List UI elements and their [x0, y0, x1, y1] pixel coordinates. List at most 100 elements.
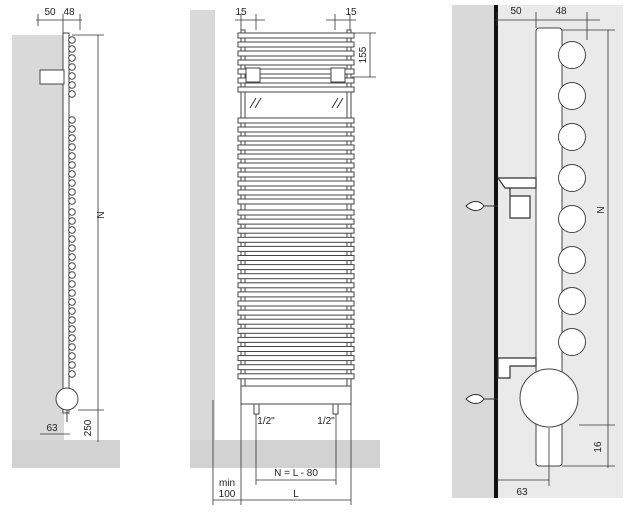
front-dim-min-label: min	[219, 478, 235, 489]
detail-fixing-upper	[465, 201, 498, 211]
front-bar	[237, 189, 355, 196]
front-break-left	[249, 97, 262, 109]
side-bar-section	[68, 316, 76, 324]
detail-dim-n: N	[596, 206, 607, 213]
detail-bracket-upper	[496, 177, 537, 219]
detail-bracket-lower	[497, 357, 537, 379]
detail-bar-section	[558, 164, 586, 192]
front-bar	[237, 144, 355, 151]
front-bracket-right	[330, 67, 346, 83]
side-bar-section	[68, 334, 76, 342]
side-bar-section	[68, 298, 76, 306]
side-floor	[12, 440, 120, 468]
front-bar	[237, 32, 355, 39]
front-bar	[237, 77, 355, 84]
side-bar-section	[68, 81, 76, 89]
front-bar	[237, 336, 355, 343]
detail-bar-section	[558, 328, 586, 356]
detail-bars	[558, 41, 586, 356]
detail-valve-body	[519, 368, 579, 428]
front-pipe-right	[332, 403, 339, 415]
side-dim-250: 250	[83, 419, 94, 436]
front-break-right	[331, 97, 344, 109]
front-bar	[237, 50, 355, 57]
front-dim-formula: N = L - 80	[274, 468, 318, 479]
front-bars	[237, 32, 355, 380]
side-bar-section	[68, 307, 76, 315]
front-bar	[237, 273, 355, 280]
side-bar-section	[68, 125, 76, 133]
side-dim-48: 48	[63, 7, 75, 18]
side-bar-section	[68, 152, 76, 160]
front-pipe-left	[253, 403, 260, 415]
side-bracket	[39, 69, 65, 85]
front-bar	[237, 364, 355, 371]
detail-dim-50: 50	[510, 6, 522, 17]
side-bar-section	[68, 244, 76, 252]
side-bar-section	[68, 352, 76, 360]
side-bar-section	[68, 262, 76, 270]
front-dim-min-value: 100	[219, 489, 236, 500]
front-bar	[237, 68, 355, 75]
front-bar	[237, 355, 355, 362]
front-pipe-label-left: 1/2"	[257, 416, 275, 427]
side-bar-section	[68, 325, 76, 333]
side-bar-section	[68, 188, 76, 196]
front-bar	[237, 227, 355, 234]
side-bar-section	[68, 90, 76, 98]
side-dim-50: 50	[44, 7, 56, 18]
side-bar-section	[68, 72, 76, 80]
side-bar-section	[68, 170, 76, 178]
front-bar	[237, 346, 355, 352]
front-dim-155: 155	[358, 46, 369, 63]
front-bar	[237, 255, 355, 261]
side-bar-section	[68, 271, 76, 279]
side-valve	[55, 387, 79, 411]
front-bottom-plate	[240, 385, 352, 405]
side-bar-section	[68, 226, 76, 234]
front-pipe-label-right: 1/2"	[317, 416, 335, 427]
front-dim-15-left: 15	[235, 7, 247, 18]
front-bar	[237, 209, 355, 216]
front-floor	[190, 440, 380, 468]
front-bar	[237, 327, 355, 334]
front-bar	[237, 198, 355, 205]
front-view: 15 15 155 1/2" 1/2" N = L - 80 min 100 L	[190, 7, 380, 505]
side-bar-section	[68, 143, 76, 151]
detail-wall-line	[494, 5, 498, 498]
front-bar	[237, 264, 355, 271]
front-bar	[237, 282, 355, 289]
detail-bar-section	[558, 287, 586, 315]
front-bar	[237, 117, 355, 124]
side-bar-section	[68, 343, 76, 351]
side-wall	[12, 35, 64, 467]
side-bar-section	[68, 289, 76, 297]
side-tube	[62, 32, 70, 414]
detail-bar-section	[558, 246, 586, 274]
side-bars	[68, 36, 76, 378]
front-bar	[237, 236, 355, 243]
detail-bar-section	[558, 82, 586, 110]
front-bar	[237, 300, 355, 307]
side-bar-section	[68, 45, 76, 53]
detail-view: 50 48 N 16 63	[452, 5, 623, 498]
front-bracket-left	[245, 67, 261, 83]
front-bar	[237, 373, 355, 380]
side-bar-section	[68, 63, 76, 71]
front-bar	[237, 126, 355, 133]
front-bar	[237, 318, 355, 325]
front-bar	[237, 309, 355, 316]
front-bar	[237, 162, 355, 169]
front-bar	[237, 171, 355, 178]
side-bar-section	[68, 280, 76, 288]
front-dim-l: L	[293, 489, 299, 500]
front-bar	[237, 59, 355, 66]
front-bar	[237, 135, 355, 142]
detail-dim-63: 63	[516, 487, 528, 498]
front-bar	[237, 291, 355, 298]
detail-dim-16: 16	[593, 441, 604, 453]
side-bar-section	[68, 208, 76, 216]
side-dim-n: N	[96, 211, 107, 218]
detail-dim-48: 48	[555, 6, 567, 17]
